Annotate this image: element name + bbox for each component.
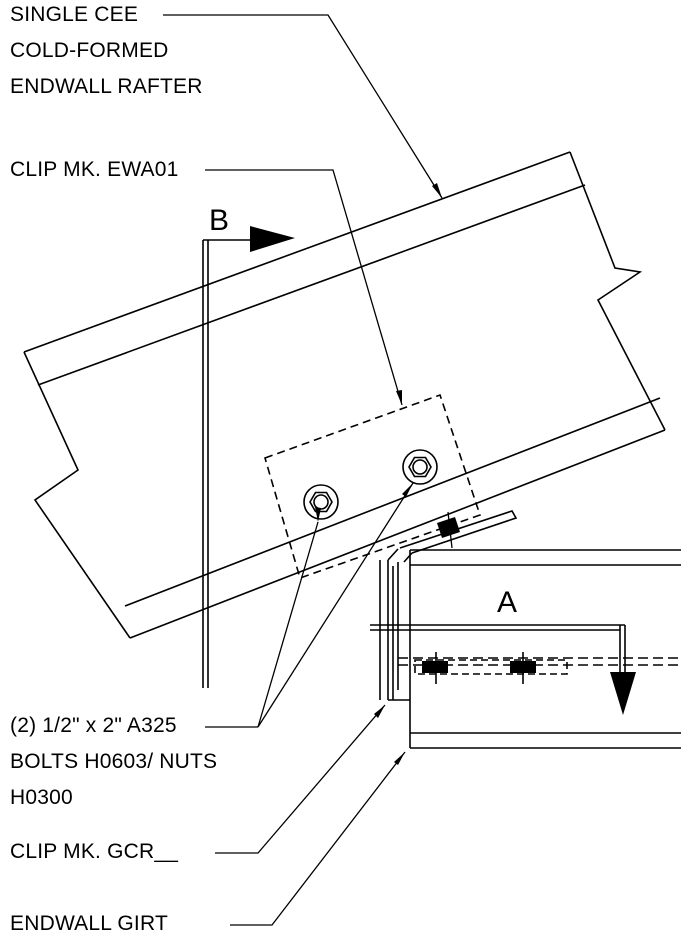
girt-bolt-sleeve: [414, 659, 568, 675]
clip-ewa01-outline: [264, 393, 482, 580]
rafter-label-line3: ENDWALL RAFTER: [10, 75, 203, 98]
rafter-label-line2: COLD-FORMED: [10, 39, 169, 62]
bolt-right: [402, 449, 438, 485]
rafter-label-line1: SINGLE CEE: [10, 3, 139, 26]
section-b-label: B: [209, 204, 229, 237]
clip-gcr-label: CLIP MK. GCR__: [10, 840, 179, 863]
endwall-girt-label: ENDWALL GIRT: [10, 912, 168, 935]
gcr-bolt-head: [437, 517, 460, 538]
bolts-label-line2: BOLTS H0603/ NUTS: [10, 750, 218, 773]
girt-bolt-nut-right: [510, 661, 536, 673]
section-a-cut-line: [370, 624, 626, 672]
endwall-rafter: [23, 151, 666, 639]
clip-ewa01-label: CLIP MK. EWA01: [10, 158, 179, 181]
girt-bolt-nut-left: [422, 661, 448, 673]
endwall-girt: [398, 549, 681, 749]
bolt-left: [303, 484, 339, 520]
section-b-cut-line: [202, 239, 252, 688]
leader-lines: [163, 14, 443, 926]
section-b-arrow: [250, 226, 295, 252]
bolts-label-line3: H0300: [10, 786, 73, 809]
bolts-label-line1: (2) 1/2" x 2" A325: [10, 714, 177, 737]
section-a-arrow: [610, 672, 636, 715]
section-a-label: A: [497, 586, 517, 619]
